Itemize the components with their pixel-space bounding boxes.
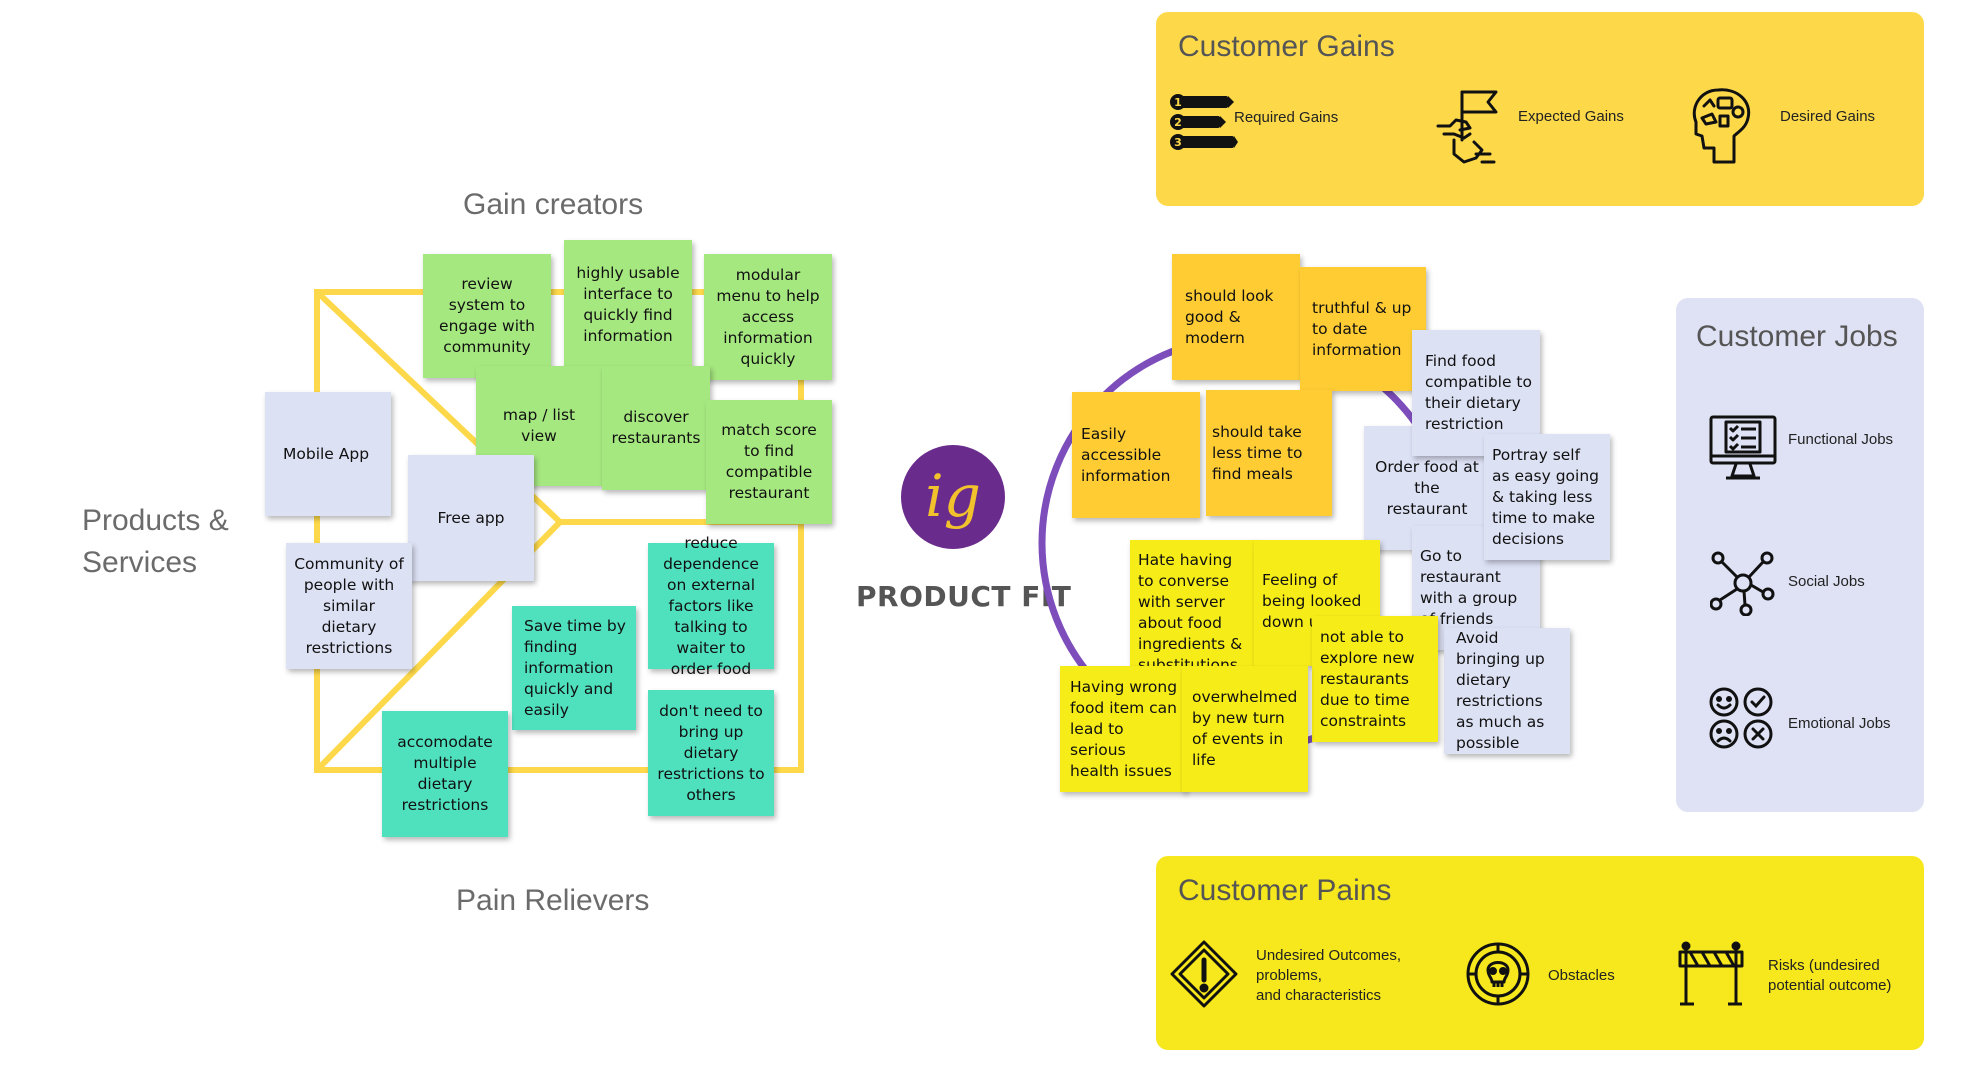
rank-number: 1 (1174, 96, 1182, 109)
network-icon (1710, 551, 1775, 616)
customer-jobs-title: Customer Jobs (1696, 320, 1898, 353)
sticky-note-pain-reliever[interactable]: accomodate multiple dietary restrictions (382, 711, 508, 837)
checklist-monitor-icon (1709, 415, 1777, 480)
sticky-note-product[interactable]: Mobile App (265, 392, 391, 516)
sticky-note-pain-reliever[interactable]: Save time by finding information quickly… (512, 606, 636, 730)
sticky-note-job[interactable]: Avoid bringing up dietary restrictions a… (1444, 628, 1570, 754)
sticky-note-gain-creator[interactable]: modular menu to help access information … (704, 254, 832, 380)
barrier-icon (1678, 941, 1744, 1006)
warning-diamond-icon (1170, 940, 1238, 1008)
sticky-note-gain-creator[interactable]: match score to find compatible restauran… (706, 400, 832, 524)
sticky-note-gain-creator[interactable]: review system to engage with community (423, 254, 551, 378)
desired-gains-label: Desired Gains (1780, 108, 1876, 125)
required-gains-label: Required Gains (1234, 109, 1339, 126)
sticky-note-gain-creator[interactable]: discover restaurants (602, 366, 710, 490)
customer-pains-title: Customer Pains (1178, 874, 1392, 907)
customer-pains-panel: Customer Pains Undesired Outcomes, probl… (1156, 856, 1924, 1050)
undesired-outcomes-label: Undesired Outcomes, problems, and charac… (1256, 947, 1402, 1004)
flag-hands-icon (1436, 90, 1498, 164)
customer-gains-panel: Customer Gains 1 2 3 Required Gains (1156, 12, 1924, 206)
ig-logo-icon: ig (901, 445, 1005, 549)
products-services-title: Products & Services (82, 504, 229, 579)
gain-creators-title: Gain creators (463, 188, 644, 221)
obstacles-label: Obstacles (1548, 967, 1615, 984)
logo-letters: ig (925, 462, 981, 530)
sticky-note-gain[interactable]: Easily accessible information (1072, 392, 1200, 518)
sticky-note-gain-creator[interactable]: highly usable interface to quickly find … (564, 240, 692, 370)
sticky-note-gain[interactable]: should look good & modern (1172, 254, 1300, 380)
sticky-note-product[interactable]: Free app (408, 455, 534, 581)
skull-gear-icon (1466, 942, 1530, 1006)
customer-gains-title: Customer Gains (1178, 30, 1395, 63)
sticky-note-pain[interactable]: Hate having to converse with server abou… (1130, 540, 1258, 674)
expected-gains-label: Expected Gains (1518, 108, 1624, 125)
sticky-note-gain[interactable]: truthful & up to date information (1300, 267, 1426, 391)
rank-number: 3 (1174, 136, 1182, 149)
sticky-note-gain[interactable]: should take less time to find meals (1206, 390, 1332, 516)
risks-label: Risks (undesired potential outcome) (1768, 957, 1892, 994)
customer-jobs-panel: Customer Jobs Functional Jobs (1676, 298, 1924, 812)
sticky-note-pain[interactable]: Having wrong food item can lead to serio… (1060, 666, 1186, 792)
emotion-faces-icon (1709, 687, 1773, 749)
ranked-list-icon: 1 2 3 (1170, 94, 1238, 150)
thought-head-icon (1692, 88, 1751, 164)
product-fit-label: PRODUCT FIT (856, 580, 1072, 613)
emotional-jobs-label: Emotional Jobs (1788, 715, 1891, 732)
sticky-note-job[interactable]: Portray self as easy going & taking less… (1484, 434, 1610, 560)
social-jobs-label: Social Jobs (1788, 573, 1865, 590)
sticky-note-product[interactable]: Community of people with similar dietary… (286, 543, 412, 669)
sticky-note-pain-reliever[interactable]: don't need to bring up dietary restricti… (648, 690, 774, 816)
rank-number: 2 (1174, 116, 1182, 129)
sticky-note-pain[interactable]: not able to explore new restaurants due … (1312, 616, 1438, 742)
functional-jobs-label: Functional Jobs (1788, 431, 1894, 448)
pain-relievers-title: Pain Relievers (456, 884, 650, 917)
sticky-note-pain[interactable]: overwhelmed by new turn of events in lif… (1182, 666, 1308, 792)
